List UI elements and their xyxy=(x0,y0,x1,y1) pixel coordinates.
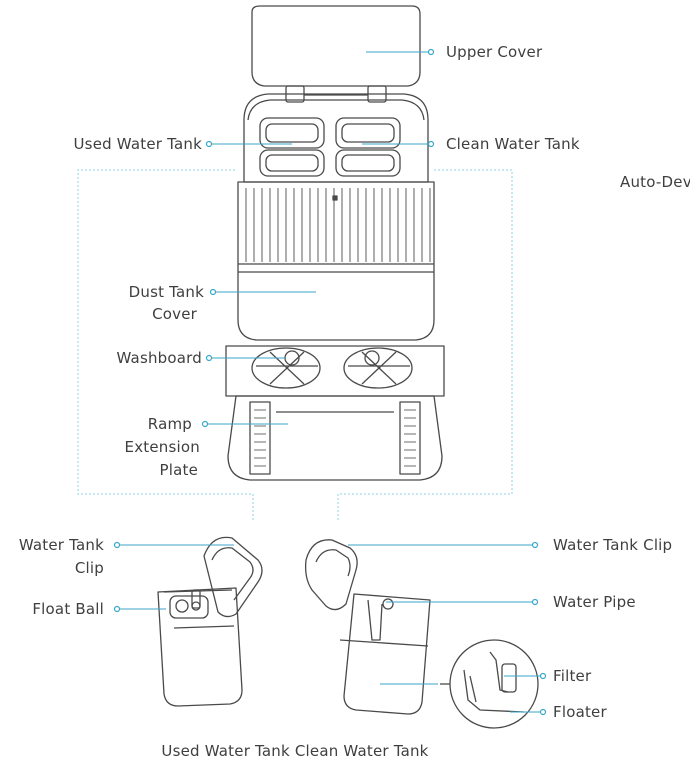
main-body xyxy=(237,181,435,341)
filter-label: Filter xyxy=(553,667,592,685)
leader-dots xyxy=(113,48,547,716)
ramp-label-3: Plate xyxy=(159,461,198,479)
used-tank-bottom xyxy=(259,149,325,177)
clean-water-tank-label: Clean Water Tank xyxy=(446,135,580,153)
auto-partial-label: Auto-Dev xyxy=(620,173,690,191)
clean-tank-bottom xyxy=(335,149,401,177)
caption: Used Water Tank Clean Water Tank xyxy=(161,742,429,760)
dotted-bracket xyxy=(77,169,513,520)
water-tank-clip-left-label-2: Clip xyxy=(74,559,104,577)
used-water-tank-label: Used Water Tank xyxy=(73,135,202,153)
water-tank-clip-left-label-1: Water Tank xyxy=(18,536,104,554)
clean-water-tank-illustration xyxy=(304,539,431,715)
filter-inset-circle xyxy=(449,639,539,729)
used-tank-top xyxy=(259,117,325,149)
used-water-tank-illustration xyxy=(157,536,263,707)
clean-tank-top xyxy=(335,117,401,149)
ramp-label-1: Ramp xyxy=(147,415,192,433)
upper-cover-label: Upper Cover xyxy=(446,43,543,61)
top-shell xyxy=(243,93,429,183)
float-ball-label: Float Ball xyxy=(32,600,104,618)
dust-tank-cover-label-1: Dust Tank xyxy=(128,283,204,301)
dust-tank-cover-label-2: Cover xyxy=(152,305,197,323)
ramp-plate xyxy=(227,395,443,481)
floater-label: Floater xyxy=(553,703,607,721)
body-ribs xyxy=(245,188,431,262)
water-tank-clip-right-label: Water Tank Clip xyxy=(553,536,673,554)
upper-cover-shape xyxy=(251,5,421,87)
water-pipe-label: Water Pipe xyxy=(553,593,636,611)
washboard-label: Washboard xyxy=(116,349,202,367)
washboard-shape xyxy=(225,345,445,397)
leader-lines xyxy=(120,51,540,713)
ramp-label-2: Extension xyxy=(124,438,200,456)
